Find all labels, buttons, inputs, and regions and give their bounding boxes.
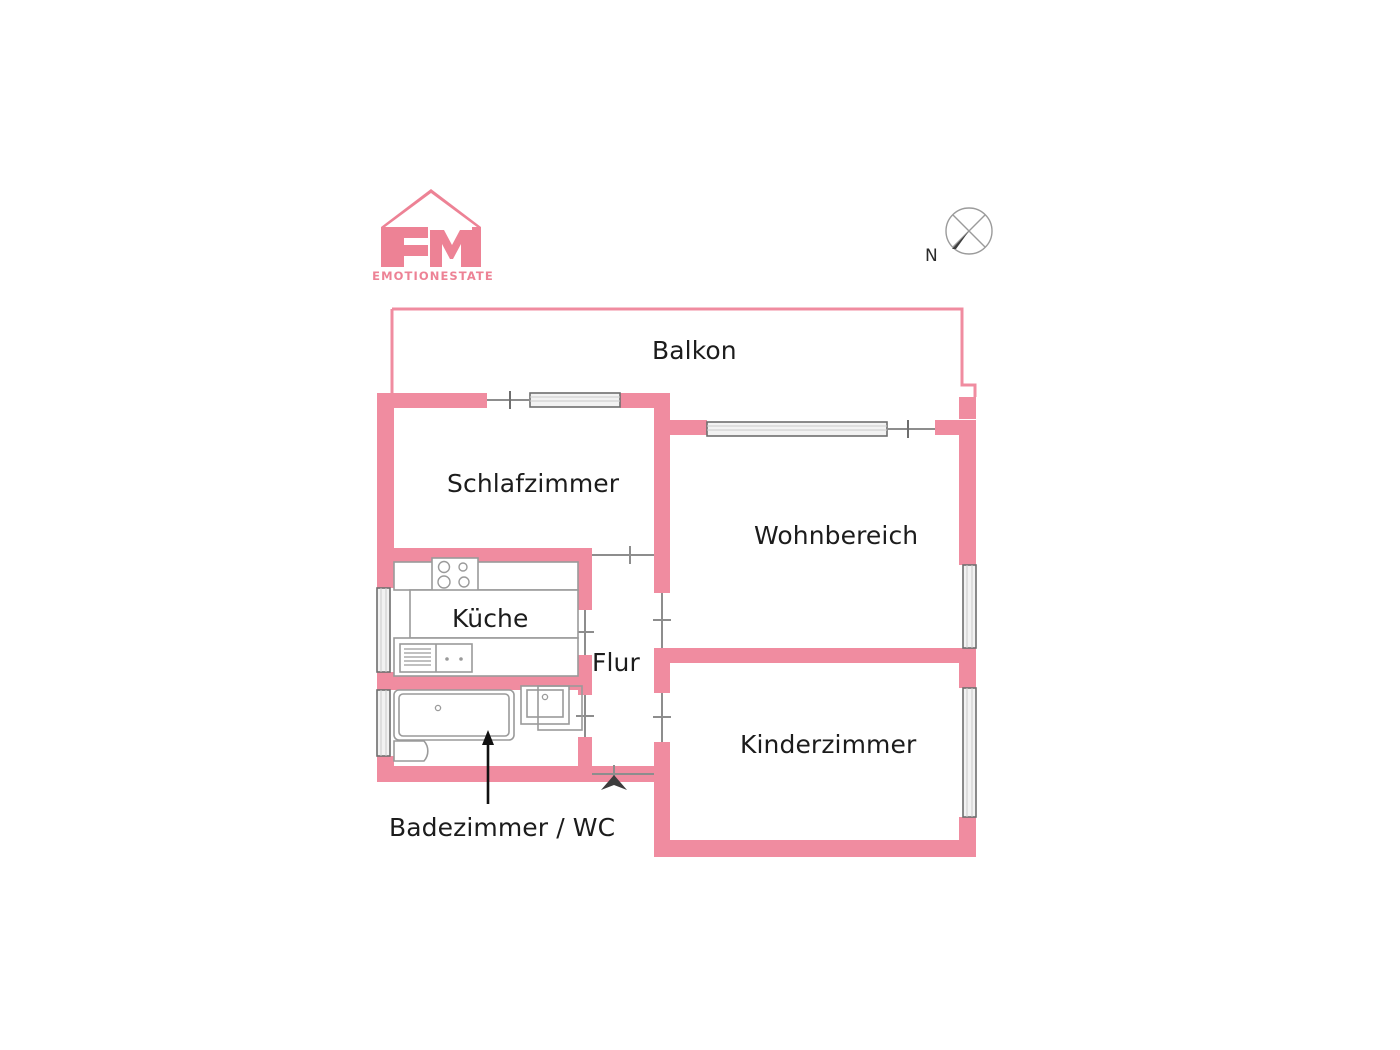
windows	[376, 391, 977, 818]
room-label-balkon: Balkon	[652, 336, 737, 365]
balcony-outline	[390, 307, 977, 397]
room-label-badezimmer-wc: Badezimmer / WC	[389, 813, 616, 842]
room-label-kueche: Küche	[452, 604, 529, 633]
walls	[377, 393, 976, 857]
emotionestate-logo: EMOTIONESTATE	[368, 183, 498, 288]
sink-drainer-lines	[404, 648, 431, 666]
bathroom-callout-arrow	[482, 730, 494, 804]
bathroom-drains	[434, 693, 549, 712]
sink-drains	[445, 657, 463, 661]
compass-north-label: N	[925, 246, 938, 266]
compass-rose: N	[925, 198, 1005, 278]
room-label-wohnbereich: Wohnbereich	[754, 521, 919, 550]
stove-burners	[437, 560, 470, 589]
kitchen-fixtures	[393, 557, 579, 677]
entrance-door-arrow-icon	[601, 775, 627, 790]
bathroom-fixtures	[393, 685, 583, 762]
door-openings	[576, 546, 671, 783]
compass-north-icon	[945, 207, 993, 255]
shower-tray-icon	[537, 685, 583, 731]
room-label-kinderzimmer: Kinderzimmer	[740, 730, 917, 759]
house-em-logo-icon	[381, 189, 481, 267]
logo-wordmark: EMOTIONESTATE	[372, 269, 494, 283]
room-label-flur: Flur	[592, 648, 640, 677]
toilet-icon	[393, 740, 429, 762]
room-label-schlafzimmer: Schlafzimmer	[447, 469, 620, 498]
stove-4-burner-icon	[431, 557, 479, 595]
